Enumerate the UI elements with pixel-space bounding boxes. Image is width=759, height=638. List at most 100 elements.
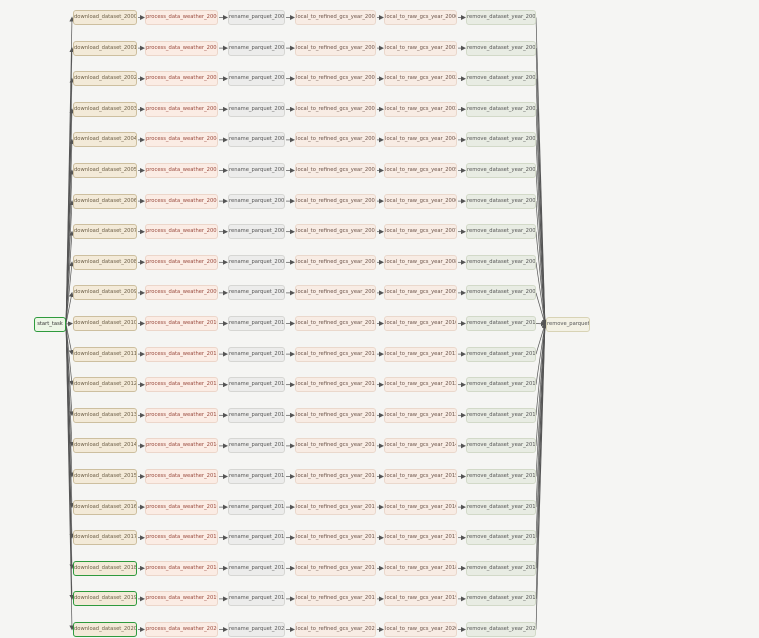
rename-task-node[interactable]: rename_parquet_2004	[228, 132, 285, 148]
download-task-node[interactable]: download_dataset_2007	[73, 224, 137, 240]
raw-task-node[interactable]: local_to_raw_gcs_year_2004	[384, 132, 457, 148]
process-task-node[interactable]: process_data_weather_2013	[145, 407, 218, 423]
start-task-node[interactable]: start_task	[34, 316, 66, 332]
refined-task-node[interactable]: local_to_refined_gcs_year_2016	[295, 499, 376, 515]
remove-task-node[interactable]: remove_dataset_year_2020	[466, 622, 536, 637]
process-task-node[interactable]: process_data_weather_2006	[145, 193, 218, 209]
process-task-node[interactable]: process_data_weather_2000	[145, 10, 218, 25]
refined-task-node[interactable]: local_to_refined_gcs_year_2019	[295, 591, 376, 607]
rename-task-node[interactable]: rename_parquet_2000	[228, 10, 285, 25]
remove-task-node[interactable]: remove_dataset_year_2010	[466, 316, 536, 331]
raw-task-node[interactable]: local_to_raw_gcs_year_2020	[384, 622, 457, 637]
process-task-node[interactable]: process_data_weather_2008	[145, 254, 218, 270]
download-task-node[interactable]: download_dataset_2001	[73, 40, 137, 56]
download-task-node[interactable]: download_dataset_2006	[73, 193, 137, 209]
process-task-node[interactable]: process_data_weather_2014	[145, 438, 218, 454]
refined-task-node[interactable]: local_to_refined_gcs_year_2002	[295, 71, 376, 87]
refined-task-node[interactable]: local_to_refined_gcs_year_2008	[295, 254, 376, 270]
refined-task-node[interactable]: local_to_refined_gcs_year_2007	[295, 224, 376, 240]
refined-task-node[interactable]: local_to_refined_gcs_year_2000	[295, 10, 376, 25]
refined-task-node[interactable]: local_to_refined_gcs_year_2003	[295, 101, 376, 117]
process-task-node[interactable]: process_data_weather_2015	[145, 469, 218, 484]
download-task-node[interactable]: download_dataset_2004	[73, 132, 137, 148]
download-task-node[interactable]: download_dataset_2013	[73, 407, 137, 423]
download-task-node[interactable]: download_dataset_2012	[73, 377, 137, 393]
refined-task-node[interactable]: local_to_refined_gcs_year_2006	[295, 193, 376, 209]
remove-task-node[interactable]: remove_dataset_year_2008	[466, 254, 536, 270]
raw-task-node[interactable]: local_to_raw_gcs_year_2003	[384, 101, 457, 117]
rename-task-node[interactable]: rename_parquet_2001	[228, 40, 285, 56]
remove-task-node[interactable]: remove_dataset_year_2016	[466, 499, 536, 515]
process-task-node[interactable]: process_data_weather_2002	[145, 71, 218, 87]
remove-task-node[interactable]: remove_dataset_year_2006	[466, 193, 536, 209]
remove-task-node[interactable]: remove_dataset_year_2007	[466, 224, 536, 240]
remove-task-node[interactable]: remove_dataset_year_2015	[466, 469, 536, 484]
raw-task-node[interactable]: local_to_raw_gcs_year_2002	[384, 71, 457, 87]
download-task-node[interactable]: download_dataset_2011	[73, 346, 137, 362]
process-task-node[interactable]: process_data_weather_2012	[145, 377, 218, 393]
download-task-node[interactable]: download_dataset_2020	[73, 622, 137, 637]
download-task-node[interactable]: download_dataset_2008	[73, 254, 137, 270]
download-task-node[interactable]: download_dataset_2009	[73, 285, 137, 301]
raw-task-node[interactable]: local_to_raw_gcs_year_2018	[384, 560, 457, 576]
process-task-node[interactable]: process_data_weather_2010	[145, 316, 218, 331]
remove-task-node[interactable]: remove_dataset_year_2012	[466, 377, 536, 393]
refined-task-node[interactable]: local_to_refined_gcs_year_2013	[295, 407, 376, 423]
remove-task-node[interactable]: remove_dataset_year_2009	[466, 285, 536, 301]
remove-task-node[interactable]: remove_dataset_year_2018	[466, 560, 536, 576]
download-task-node[interactable]: download_dataset_2003	[73, 101, 137, 117]
refined-task-node[interactable]: local_to_refined_gcs_year_2004	[295, 132, 376, 148]
process-task-node[interactable]: process_data_weather_2004	[145, 132, 218, 148]
refined-task-node[interactable]: local_to_refined_gcs_year_2009	[295, 285, 376, 301]
process-task-node[interactable]: process_data_weather_2011	[145, 346, 218, 362]
refined-task-node[interactable]: local_to_refined_gcs_year_2012	[295, 377, 376, 393]
raw-task-node[interactable]: local_to_raw_gcs_year_2006	[384, 193, 457, 209]
rename-task-node[interactable]: rename_parquet_2014	[228, 438, 285, 454]
download-task-node[interactable]: download_dataset_2005	[73, 163, 137, 178]
process-task-node[interactable]: process_data_weather_2007	[145, 224, 218, 240]
refined-task-node[interactable]: local_to_refined_gcs_year_2020	[295, 622, 376, 637]
process-task-node[interactable]: process_data_weather_2017	[145, 530, 218, 546]
raw-task-node[interactable]: local_to_raw_gcs_year_2012	[384, 377, 457, 393]
remove-task-node[interactable]: remove_dataset_year_2011	[466, 346, 536, 362]
process-task-node[interactable]: process_data_weather_2016	[145, 499, 218, 515]
rename-task-node[interactable]: rename_parquet_2020	[228, 622, 285, 637]
rename-task-node[interactable]: rename_parquet_2018	[228, 560, 285, 576]
refined-task-node[interactable]: local_to_refined_gcs_year_2005	[295, 163, 376, 178]
process-task-node[interactable]: process_data_weather_2018	[145, 560, 218, 576]
rename-task-node[interactable]: rename_parquet_2005	[228, 163, 285, 178]
refined-task-node[interactable]: local_to_refined_gcs_year_2015	[295, 469, 376, 484]
rename-task-node[interactable]: rename_parquet_2009	[228, 285, 285, 301]
raw-task-node[interactable]: local_to_raw_gcs_year_2007	[384, 224, 457, 240]
refined-task-node[interactable]: local_to_refined_gcs_year_2018	[295, 560, 376, 576]
remove-task-node[interactable]: remove_dataset_year_2002	[466, 71, 536, 87]
raw-task-node[interactable]: local_to_raw_gcs_year_2009	[384, 285, 457, 301]
refined-task-node[interactable]: local_to_refined_gcs_year_2001	[295, 40, 376, 56]
process-task-node[interactable]: process_data_weather_2020	[145, 622, 218, 637]
remove-task-node[interactable]: remove_dataset_year_2017	[466, 530, 536, 546]
process-task-node[interactable]: process_data_weather_2009	[145, 285, 218, 301]
refined-task-node[interactable]: local_to_refined_gcs_year_2010	[295, 316, 376, 331]
raw-task-node[interactable]: local_to_raw_gcs_year_2015	[384, 469, 457, 484]
rename-task-node[interactable]: rename_parquet_2007	[228, 224, 285, 240]
download-task-node[interactable]: download_dataset_2014	[73, 438, 137, 454]
process-task-node[interactable]: process_data_weather_2019	[145, 591, 218, 607]
download-task-node[interactable]: download_dataset_2019	[73, 591, 137, 607]
download-task-node[interactable]: download_dataset_2002	[73, 71, 137, 87]
rename-task-node[interactable]: rename_parquet_2015	[228, 469, 285, 484]
raw-task-node[interactable]: local_to_raw_gcs_year_2010	[384, 316, 457, 331]
remove-task-node[interactable]: remove_dataset_year_2003	[466, 101, 536, 117]
raw-task-node[interactable]: local_to_raw_gcs_year_2019	[384, 591, 457, 607]
download-task-node[interactable]: download_dataset_2015	[73, 469, 137, 484]
raw-task-node[interactable]: local_to_raw_gcs_year_2011	[384, 346, 457, 362]
rename-task-node[interactable]: rename_parquet_2013	[228, 407, 285, 423]
raw-task-node[interactable]: local_to_raw_gcs_year_2017	[384, 530, 457, 546]
remove-task-node[interactable]: remove_dataset_year_2001	[466, 40, 536, 56]
remove-task-node[interactable]: remove_dataset_year_2013	[466, 407, 536, 423]
download-task-node[interactable]: download_dataset_2018	[73, 560, 137, 576]
refined-task-node[interactable]: local_to_refined_gcs_year_2017	[295, 530, 376, 546]
rename-task-node[interactable]: rename_parquet_2019	[228, 591, 285, 607]
refined-task-node[interactable]: local_to_refined_gcs_year_2011	[295, 346, 376, 362]
remove-task-node[interactable]: remove_dataset_year_2019	[466, 591, 536, 607]
raw-task-node[interactable]: local_to_raw_gcs_year_2005	[384, 163, 457, 178]
